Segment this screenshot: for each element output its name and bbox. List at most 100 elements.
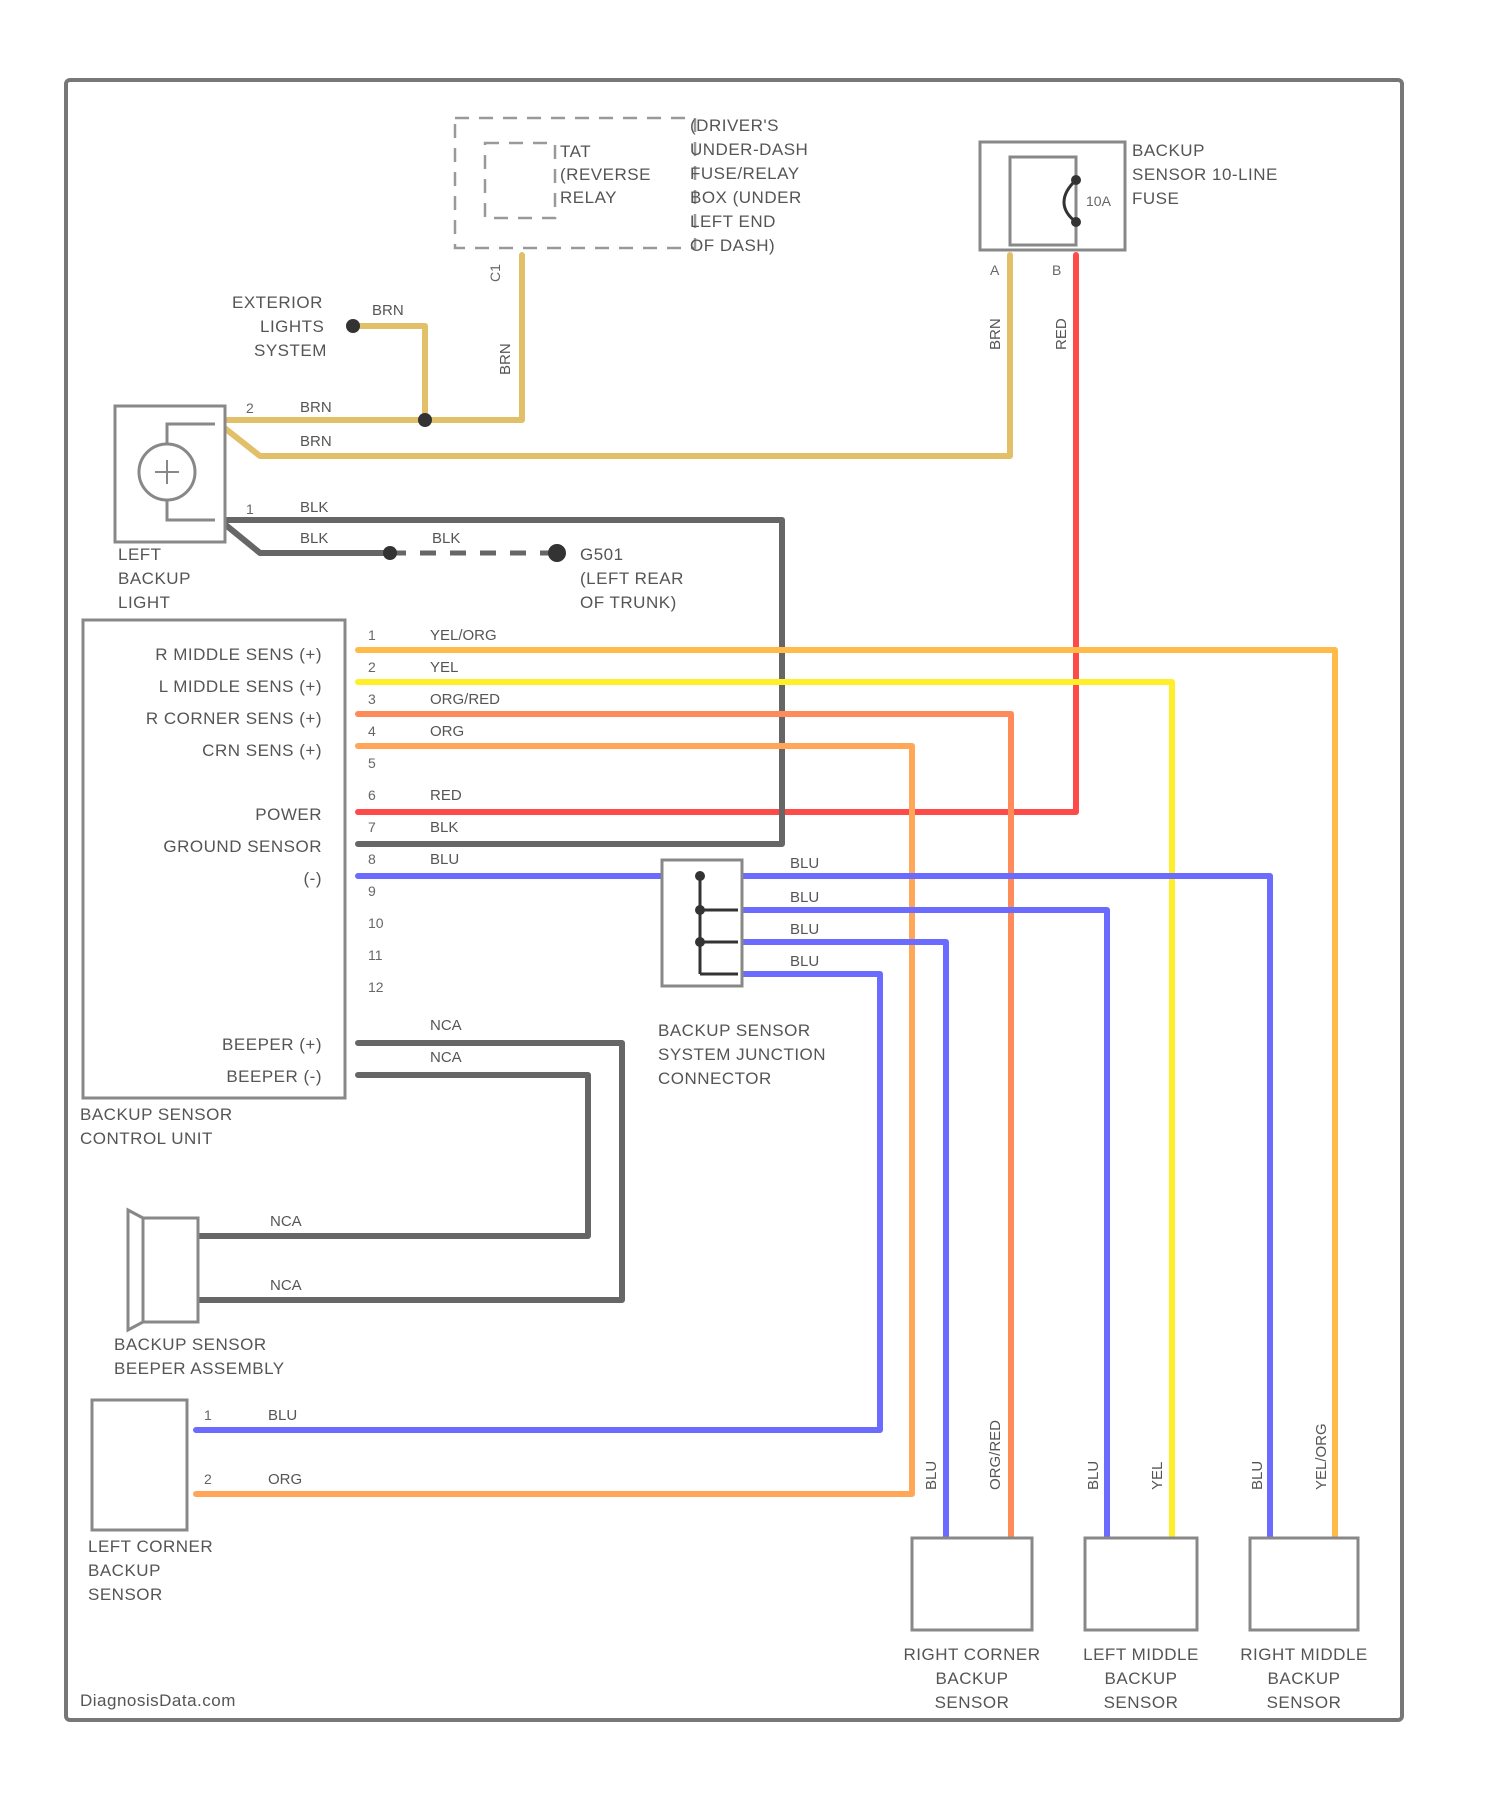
cu-wire-red: RED xyxy=(430,787,462,804)
left-corner-wire-org: ORG xyxy=(268,1471,302,1488)
cu-pin-5: 5 xyxy=(368,755,376,771)
cu-pin-12: 12 xyxy=(368,979,384,995)
exterior-label-3: SYSTEM xyxy=(254,341,327,360)
cu-pin-11: 11 xyxy=(368,947,383,963)
wire-light-brn-2 xyxy=(222,255,1010,456)
cu-wire-org-red: ORG/RED xyxy=(430,691,500,708)
relay-location-6: OF DASH) xyxy=(690,236,775,255)
cu-pin-2: 2 xyxy=(368,659,376,675)
fuse-label-1: BACKUP xyxy=(1132,141,1205,160)
ground-label-2: (LEFT REAR xyxy=(580,569,684,588)
left-middle-wire-blu: BLU xyxy=(1085,1461,1102,1490)
fuse-wire-red-label: RED xyxy=(1053,318,1070,350)
cu-label-1: BACKUP SENSOR xyxy=(80,1105,233,1124)
relay-location-3: FUSE/RELAY xyxy=(690,164,800,183)
ground-label-3: OF TRUNK) xyxy=(580,593,677,612)
splice-blk xyxy=(383,546,397,560)
ground-label-1: G501 xyxy=(580,545,624,564)
cu-wire-yel: YEL xyxy=(430,659,458,676)
relay-location-1: (DRIVER'S xyxy=(690,116,779,135)
footer-watermark: DiagnosisData.com xyxy=(80,1691,236,1710)
relay-location-group: (DRIVER'S UNDER-DASH FUSE/RELAY BOX (UND… xyxy=(690,116,808,255)
wire-yel-org xyxy=(358,650,1335,1538)
right-corner-label-3: SENSOR xyxy=(935,1693,1010,1712)
junction-wire-blu-2: BLU xyxy=(790,889,819,906)
cu-wire-nca-1: NCA xyxy=(430,1017,462,1034)
cu-signal-ground-sensor: GROUND SENSOR xyxy=(163,837,322,856)
right-middle-label-2: BACKUP xyxy=(1268,1669,1341,1688)
relay-inner-box xyxy=(485,143,555,218)
right-middle-label-3: SENSOR xyxy=(1267,1693,1342,1712)
junction-dot-1 xyxy=(695,871,705,881)
fuse-terminal-a xyxy=(1071,175,1081,185)
cu-wire-nca-2: NCA xyxy=(430,1049,462,1066)
light-wire-brn-1: BRN xyxy=(300,399,332,416)
left-corner-label-1: LEFT CORNER xyxy=(88,1537,213,1556)
fuse-wire-brn-label: BRN xyxy=(987,318,1004,350)
relay-location-4: BOX (UNDER xyxy=(690,188,802,207)
junction-wire-blu-4: BLU xyxy=(790,953,819,970)
relay-label-2: (REVERSE xyxy=(560,165,651,184)
light-pin-1: 1 xyxy=(246,501,254,517)
cu-pin-6: 6 xyxy=(368,787,376,803)
relay-pin: C1 xyxy=(487,264,503,282)
wire-exterior-brn xyxy=(353,326,425,420)
light-wire-brn-2: BRN xyxy=(300,433,332,450)
junction-wire-blu-3: BLU xyxy=(790,921,819,938)
right-middle-label-1: RIGHT MIDDLE xyxy=(1240,1645,1368,1664)
cu-signal-r-middle: R MIDDLE SENS (+) xyxy=(155,645,322,664)
light-wire-blk-3: BLK xyxy=(432,530,460,547)
light-label-3: LIGHT xyxy=(118,593,171,612)
cu-pin-4: 4 xyxy=(368,723,376,739)
ground-terminal xyxy=(548,544,566,562)
left-corner-pin-1: 1 xyxy=(204,1407,212,1423)
junction-label-1: BACKUP SENSOR xyxy=(658,1021,811,1040)
splice-brn xyxy=(418,413,432,427)
cu-signal-l-middle: L MIDDLE SENS (+) xyxy=(159,677,322,696)
relay-location-5: LEFT END xyxy=(690,212,776,231)
left-middle-wire-yel: YEL xyxy=(1149,1462,1166,1490)
cu-pin-9: 9 xyxy=(368,883,376,899)
fuse-terminal-b xyxy=(1071,217,1081,227)
junction-wire-blu-1: BLU xyxy=(790,855,819,872)
cu-pin-1: 1 xyxy=(368,627,376,643)
fuse-rating: 10A xyxy=(1086,193,1112,209)
left-middle-label-3: SENSOR xyxy=(1104,1693,1179,1712)
cu-signal-crn: CRN SENS (+) xyxy=(202,741,322,760)
junction-label-2: SYSTEM JUNCTION xyxy=(658,1045,826,1064)
exterior-label-1: EXTERIOR xyxy=(232,293,323,312)
light-label-2: BACKUP xyxy=(118,569,191,588)
wire-relay-brn xyxy=(425,255,522,420)
beeper-speaker-icon xyxy=(128,1210,143,1330)
relay-location-2: UNDER-DASH xyxy=(690,140,808,159)
cu-signal-beeper-plus: BEEPER (+) xyxy=(222,1035,322,1054)
junction-label-3: CONNECTOR xyxy=(658,1069,772,1088)
exterior-wire-brn-label: BRN xyxy=(372,302,404,319)
relay-wire-brn-label: BRN xyxy=(497,343,514,375)
cu-wire-yel-org: YEL/ORG xyxy=(430,627,497,644)
relay-label-3: RELAY xyxy=(560,188,617,207)
left-corner-label-2: BACKUP xyxy=(88,1561,161,1580)
right-middle-wire-blu: BLU xyxy=(1249,1461,1266,1490)
relay-label-1: TAT xyxy=(560,142,591,161)
right-middle-sensor-box xyxy=(1250,1538,1358,1630)
fuse-pin-b: B xyxy=(1052,262,1061,278)
cu-pin-10: 10 xyxy=(368,915,384,931)
beeper-box xyxy=(143,1218,198,1322)
right-corner-label-1: RIGHT CORNER xyxy=(904,1645,1041,1664)
cu-pin-7: 7 xyxy=(368,819,376,835)
right-corner-wire-blu: BLU xyxy=(923,1461,940,1490)
beeper-label-1: BACKUP SENSOR xyxy=(114,1335,267,1354)
fuse-label-2: SENSOR 10-LINE xyxy=(1132,165,1278,184)
left-corner-wire-blu: BLU xyxy=(268,1407,297,1424)
cu-signal-beeper-minus: BEEPER (-) xyxy=(226,1067,322,1086)
cu-signal-minus: (-) xyxy=(304,869,322,888)
wire-power-red xyxy=(358,255,1076,812)
exterior-label-2: LIGHTS xyxy=(260,317,324,336)
fuse-label-3: FUSE xyxy=(1132,189,1179,208)
cu-wire-blk: BLK xyxy=(430,819,458,836)
left-middle-sensor-box xyxy=(1085,1538,1197,1630)
wire-blu-left-middle xyxy=(738,910,1107,1538)
right-corner-wire-org-red: ORG/RED xyxy=(987,1420,1004,1490)
